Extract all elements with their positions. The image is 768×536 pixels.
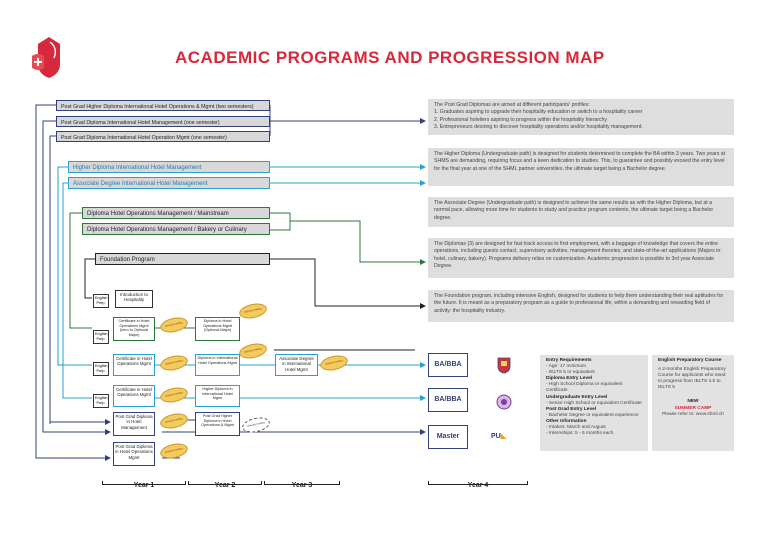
req-heading-2: Diploma Entry Level: [546, 376, 593, 382]
university-seal-icon: [496, 394, 512, 410]
diploma-intl-ops-box[interactable]: Diploma in International Hotel Operation…: [195, 354, 240, 376]
english-course-heading: English Preparatory Course: [658, 358, 722, 363]
year-3-label: Year 3: [291, 482, 313, 489]
summer-camp-link[interactable]: Please refer to: www.shml.ch: [662, 411, 724, 417]
description-higher-diploma: The Higher Diploma (Undergraduate path) …: [428, 148, 734, 186]
year-2-label: Year 2: [214, 482, 236, 489]
year-2-bracket: [188, 481, 262, 485]
year-4-bracket: [428, 481, 528, 485]
program-higher-diploma[interactable]: Higher Diploma International Hotel Manag…: [68, 161, 270, 173]
req-diploma: - High School Diploma or equivalent Cert…: [546, 382, 623, 394]
new-label: NEW: [687, 399, 699, 405]
program-pg-diploma-ops[interactable]: Post Grad Diploma International Hotel Op…: [56, 131, 270, 142]
page-title: ACADEMIC PROGRAMS AND PROGRESSION MAP: [175, 48, 605, 67]
program-diploma-mainstream[interactable]: Diploma Hotel Operations Management / Ma…: [82, 207, 270, 219]
year-1-bracket: [102, 481, 186, 485]
description-diplomas: The Diplomas (3) are designed for fast t…: [428, 238, 734, 278]
program-associate-degree[interactable]: Associate Degree International Hotel Man…: [68, 177, 270, 189]
english-course-box: English Preparatory Course A 2-months En…: [652, 355, 734, 451]
pu-accent-icon: ◣: [500, 433, 507, 440]
english-course-text: A 2-months English Preparatory Course fo…: [658, 367, 726, 391]
diploma-ops-optional-box[interactable]: Diploma in Hotel Operations Mgmt (Option…: [195, 317, 240, 341]
summer-camp-label: SUMMER CAMP: [674, 405, 712, 411]
description-post-grad: The Post Grad Diplomas are aimed at diff…: [428, 99, 734, 135]
english-prep-box: English Prep.: [93, 394, 109, 408]
cert-ops-optional-box[interactable]: Certificate in Hotel Operations Mgmt (In…: [113, 317, 155, 341]
year-4-label: Year 4: [467, 482, 489, 489]
description-associate-degree: The Associate Degree (Undergraduate path…: [428, 197, 734, 227]
associate-degree-box[interactable]: Associate Degree in International Hotel …: [275, 354, 318, 376]
program-pg-diploma-mgmt[interactable]: Post Grad Diploma International Hotel Ma…: [56, 116, 270, 127]
desc-pg-intro: The Post Grad Diplomas are aimed at diff…: [434, 102, 590, 108]
req-age: - Age: 17 minimum: [546, 364, 586, 370]
req-postgrad: - Bachelor Degree or equivalent experien…: [546, 412, 639, 418]
req-heading-4: Post Grad Entry Level: [546, 406, 597, 412]
higher-diploma-box[interactable]: Higher Diploma in International Hotel Mg…: [195, 385, 240, 407]
program-diploma-bakery[interactable]: Diploma Hotel Operations Management / Ba…: [82, 223, 270, 235]
desc-pg-l1: 1. Graduates aspiring to upgrade their h…: [434, 109, 643, 116]
req-heading-5: Other Information: [546, 418, 587, 424]
entry-requirements-box: Entry Requirements - Age: 17 minimum - I…: [540, 355, 648, 451]
master-box[interactable]: Master: [428, 425, 468, 449]
req-ielts: - IELTS 5 or equivalent: [546, 370, 595, 376]
ba-bba-box-1[interactable]: BA/BBA: [428, 353, 468, 377]
swiss-shield-logo: [32, 37, 60, 78]
english-prep-box: English Prep.: [93, 330, 109, 344]
program-foundation[interactable]: Foundation Program: [95, 253, 270, 265]
year-3-bracket: [264, 481, 340, 485]
desc-pg-l3: 3. Entrepreneurs desiring to discover ho…: [434, 124, 643, 131]
year-1-label: Year 1: [133, 482, 155, 489]
intro-hospitality-box[interactable]: Introduction to Hospitality: [115, 290, 153, 308]
cert-ops-box-2[interactable]: Certificate in Hotel Operations Mgmt: [113, 385, 155, 407]
english-prep-box: English Prep.: [93, 294, 109, 308]
ba-bba-box-2[interactable]: BA/BBA: [428, 388, 468, 412]
req-heading-1: Entry Requirements: [546, 358, 592, 363]
req-undergrad: - Senior High School or equivalent Certi…: [546, 400, 642, 406]
pg-higher-diploma-box[interactable]: Post Grad Higher Diploma in Hotel Operat…: [195, 412, 240, 436]
cert-ops-box-1[interactable]: Certificate in Hotel Operations Mgmt: [113, 354, 155, 376]
description-foundation: The Foundation program, including intens…: [428, 290, 734, 322]
university-logo-pu: PU◣: [491, 432, 506, 440]
pg-diploma-mgmt-box[interactable]: Post Grad Diploma in Hotel Management: [113, 412, 155, 436]
desc-pg-l2: 2. Professional hoteliers aspiring to pr…: [434, 116, 608, 123]
program-pg-higher-diploma[interactable]: Post Grad Higher Diploma International H…: [56, 100, 270, 111]
university-crest-icon: [497, 357, 511, 374]
req-intakes: - Intakes: March and August: [546, 425, 606, 431]
pg-diploma-ops-box[interactable]: Post Grad Diploma in Hotel Operations Mg…: [113, 442, 155, 466]
english-prep-box: English Prep.: [93, 362, 109, 376]
partner-pu-text: PU: [491, 433, 501, 440]
req-heading-3: Undergraduate Entry Level: [546, 394, 608, 400]
req-internships: - Internships: 5 - 6 months each: [546, 431, 614, 437]
